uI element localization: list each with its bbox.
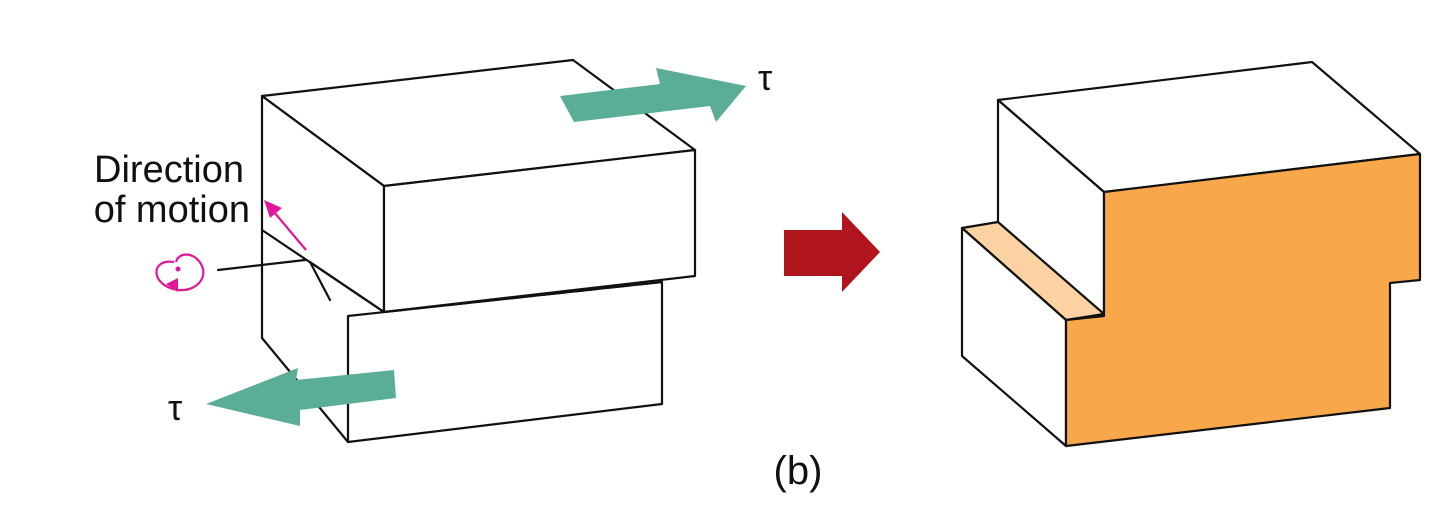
shear-arrow-bottom-icon [206, 368, 396, 426]
sheared-block [216, 58, 697, 444]
slipped-block [960, 60, 1422, 448]
dislocation-line-extension [308, 260, 332, 302]
panel-label: (b) [774, 449, 823, 493]
slip-plane-dashed-edge [382, 280, 664, 314]
direction-label: Direction [94, 149, 244, 191]
result-slip-face [1064, 152, 1422, 448]
transition-arrow-icon [784, 212, 880, 292]
dislocation-line [308, 260, 386, 314]
tau-top-label: τ [758, 57, 772, 98]
screw-dislocation-icon [155, 253, 205, 292]
motion-direction-arrow [264, 200, 307, 251]
pointer-line [216, 258, 307, 272]
of-motion-label: of motion [94, 189, 250, 231]
upper-block-front-face [382, 148, 697, 314]
tau-bottom-label: τ [168, 387, 182, 428]
shear-arrow-top-icon [560, 68, 746, 122]
